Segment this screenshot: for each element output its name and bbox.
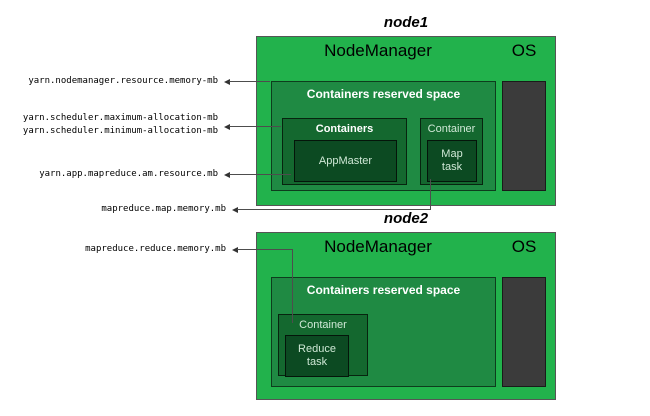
- node1-os-slab: [502, 81, 546, 191]
- node1-os-title: OS: [511, 41, 537, 60]
- node1-containers-label: Containers: [315, 123, 374, 135]
- node2-reserved-space: Containers reserved space Container Redu…: [271, 277, 496, 387]
- node1-box: NodeManager OS Containers reserved space…: [256, 36, 556, 206]
- node1-container-group: Container Map task: [420, 118, 483, 185]
- connector-nodemanager-memory: [229, 81, 270, 82]
- node1-reserved-label: Containers reserved space: [306, 87, 461, 101]
- connector-scheduler-allocation: [229, 126, 281, 127]
- connector-reduce-memory-vertical: [292, 249, 293, 323]
- connector-reduce-memory-horizontal: [237, 249, 293, 250]
- node2-os-slab: [502, 277, 546, 387]
- node1-appmaster-box: AppMaster: [294, 140, 397, 182]
- arrow-reduce-memory: [232, 247, 238, 253]
- node2-caption: node2: [383, 210, 429, 227]
- annotation-scheduler-min: yarn.scheduler.minimum-allocation-mb: [22, 126, 218, 136]
- arrow-am-resource: [224, 172, 230, 178]
- arrow-map-memory: [232, 207, 238, 213]
- node1-map-task-box: Map task: [427, 140, 477, 182]
- node2-os-title: OS: [511, 237, 537, 256]
- node2-container-group: Container Reduce task: [278, 314, 368, 377]
- node1-caption: node1: [383, 14, 429, 31]
- node2-reduce-task-label: Reduce task: [298, 343, 336, 368]
- node2-reserved-label: Containers reserved space: [306, 283, 461, 297]
- node2-reduce-task-box: Reduce task: [285, 335, 349, 377]
- arrow-nodemanager-memory: [224, 79, 230, 85]
- connector-map-memory-horizontal: [237, 209, 430, 210]
- connector-am-resource: [229, 174, 291, 175]
- annotation-reduce-memory: mapreduce.reduce.memory.mb: [85, 244, 226, 254]
- node1-container-label: Container: [427, 123, 476, 135]
- arrow-scheduler-allocation: [224, 124, 230, 130]
- connector-map-memory-vertical: [430, 179, 431, 210]
- annotation-am-resource: yarn.app.mapreduce.am.resource.mb: [39, 169, 218, 179]
- annotation-scheduler-max: yarn.scheduler.maximum-allocation-mb: [22, 113, 218, 123]
- node1-containers-group: Containers AppMaster: [282, 118, 407, 185]
- annotation-nodemanager-memory: yarn.nodemanager.resource.memory-mb: [28, 76, 218, 86]
- node1-reserved-space: Containers reserved space Containers App…: [271, 81, 496, 191]
- node2-container-label: Container: [299, 319, 347, 331]
- annotation-map-memory: mapreduce.map.memory.mb: [101, 204, 226, 214]
- node1-map-task-label: Map task: [441, 148, 463, 173]
- node1-nodemanager-title: NodeManager: [324, 41, 432, 60]
- node1-appmaster-label: AppMaster: [318, 154, 373, 167]
- node2-nodemanager-title: NodeManager: [324, 237, 432, 256]
- node2-box: NodeManager OS Containers reserved space…: [256, 232, 556, 400]
